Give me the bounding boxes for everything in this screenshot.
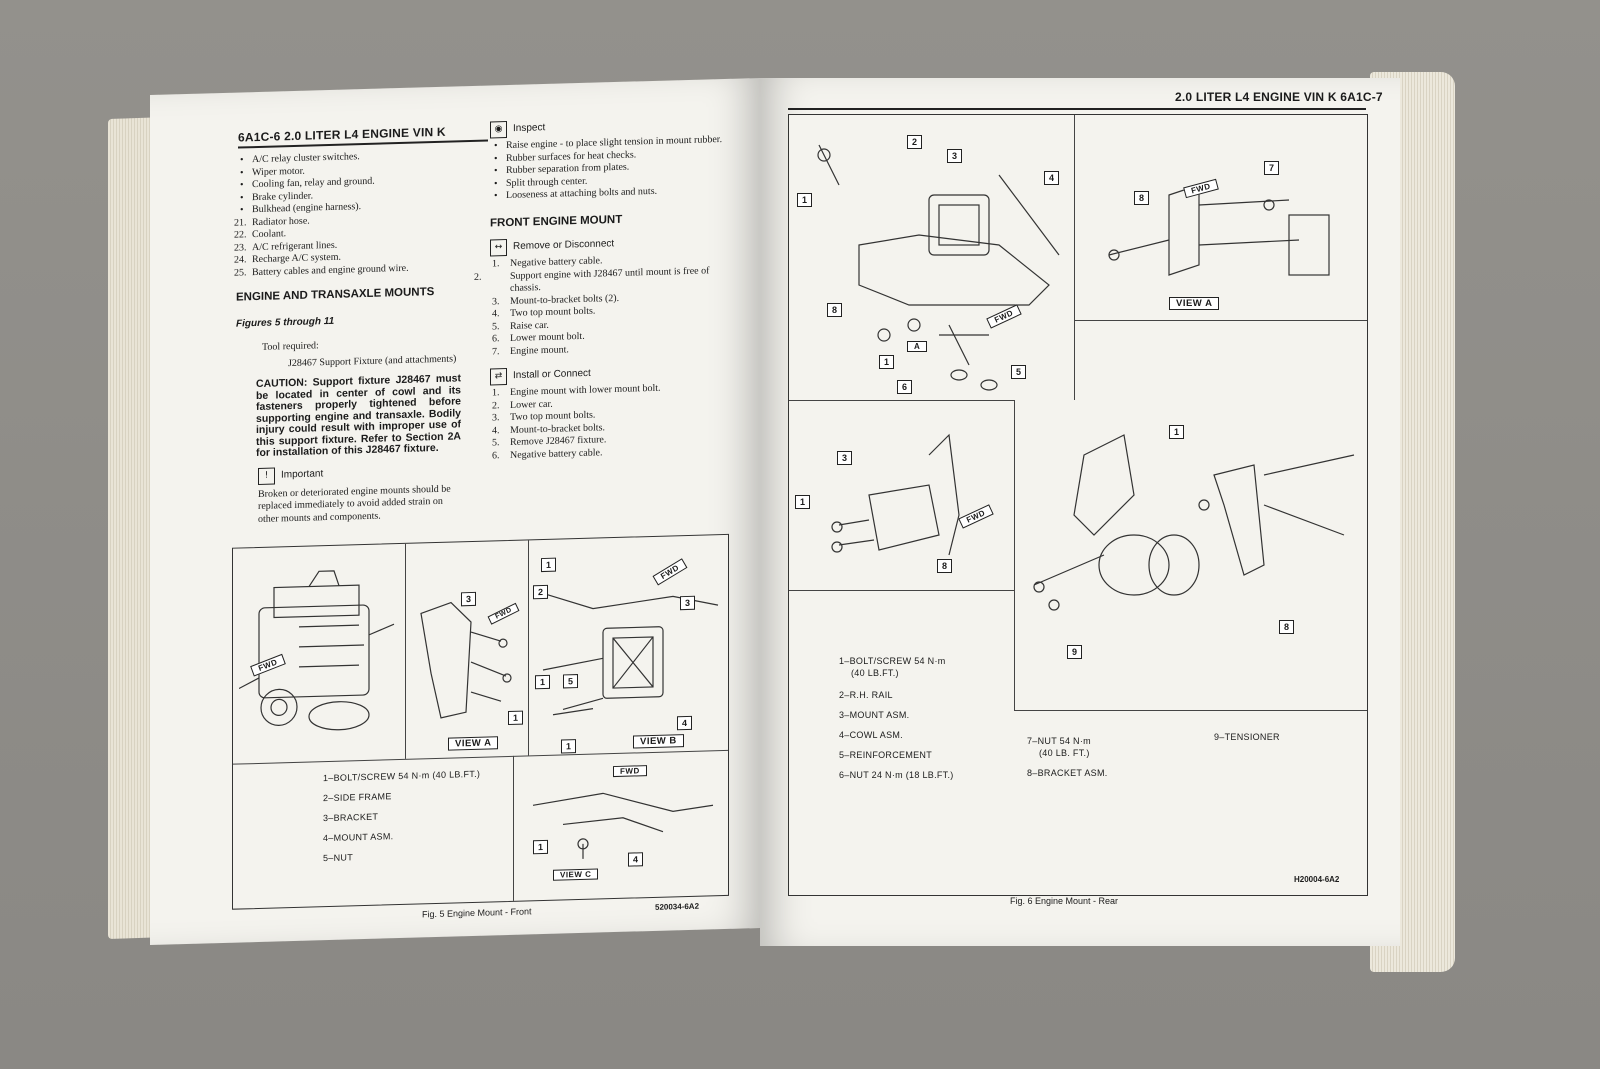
legend-item: 2–R.H. RAIL [839, 690, 893, 700]
figure-5-caption: Fig. 5 Engine Mount - Front [422, 906, 532, 920]
view-c-label: VIEW C [553, 868, 599, 881]
callout-3: 3 [680, 595, 695, 611]
callout-1: 1 [508, 710, 523, 726]
running-head-right: 2.0 LITER L4 ENGINE VIN K 6A1C-7 [1175, 90, 1383, 104]
numbered-steps: 21.Radiator hose. 22.Coolant. 23.A/C ref… [234, 211, 461, 280]
figure-5-legend: 1–BOLT/SCREW 54 N·m (40 LB.FT.) 2–SIDE F… [323, 764, 480, 868]
figure-5-id: 520034-6A2 [655, 901, 700, 912]
install-arrows-icon: ⇄ [490, 368, 507, 386]
legend-item: 3–MOUNT ASM. [839, 710, 910, 720]
caution-note: CAUTION: Support fixture J28467 must be … [256, 372, 461, 460]
inspect-list: Raise engine - to place slight tension i… [490, 134, 730, 203]
important-callout: !Important [236, 462, 461, 485]
view-a-label: VIEW A [448, 736, 499, 751]
legend-item: 1–BOLT/SCREW 54 N·m [839, 656, 946, 666]
callout-8: 8 [937, 559, 952, 573]
front-mount-heading: FRONT ENGINE MOUNT [490, 213, 623, 230]
callout-7: 7 [1264, 161, 1279, 175]
view-a-marker: A [907, 341, 928, 352]
tool-name: J28467 Support Fixture (and attachments) [288, 352, 457, 369]
left-page: 6A1C-6 2.0 LITER L4 ENGINE VIN K A/C rel… [150, 77, 760, 945]
callout-1: 1 [533, 839, 548, 855]
callout-8: 8 [1134, 191, 1149, 205]
callout-5: 5 [1011, 365, 1026, 379]
figure-6-caption: Fig. 6 Engine Mount - Rear [1010, 896, 1119, 906]
legend-item: 6–NUT 24 N·m (18 LB.FT.) [839, 770, 954, 780]
legend-item: 5–REINFORCEMENT [839, 750, 933, 760]
figure-6-legend-left: 1–BOLT/SCREW 54 N·m (40 LB.FT.) 2–R.H. R… [839, 655, 954, 785]
figure-6-id: H20004-6A2 [1294, 875, 1340, 884]
figure-6-legend-right: 9–TENSIONER [1214, 732, 1280, 742]
legend-item: (40 LB. FT.) [1039, 748, 1090, 758]
callout-4: 4 [628, 852, 643, 867]
install-steps: 1.Engine mount with lower mount bolt. 2.… [490, 381, 730, 463]
tool-required-label: Tool required: [262, 340, 319, 353]
legend-item: 4–COWL ASM. [839, 730, 903, 740]
callout-3: 3 [461, 591, 476, 607]
callout-2: 2 [907, 135, 922, 149]
view-a-bracket-drawing [420, 601, 512, 719]
callout-3: 3 [837, 451, 852, 465]
bullet-list: A/C relay cluster switches. Wiper motor.… [236, 148, 461, 217]
important-text: Broken or deteriorated engine mounts sho… [258, 483, 451, 525]
view-b-label: VIEW B [633, 734, 684, 749]
fwd-label: FWD [613, 765, 647, 778]
right-page: 2.0 LITER L4 ENGINE VIN K 6A1C-7 1 2 3 4… [760, 78, 1400, 946]
bracket-mount-drawing [831, 433, 960, 556]
important-icon: ! [258, 467, 275, 485]
head-rule [788, 108, 1366, 110]
callout-8: 8 [827, 303, 842, 317]
left-column: A/C relay cluster switches. Wiper motor.… [234, 148, 461, 526]
section-heading: ENGINE AND TRANSAXLE MOUNTS [236, 286, 435, 304]
figure-5-engine-mount-front: FWD 3 1 VIEW A FWD 1 2 3 1 5 4 1 VIEW B … [232, 533, 729, 910]
remove-steps: 1.Negative battery cable. 2.Support engi… [474, 252, 730, 359]
remove-arrows-icon: ↔ [490, 239, 507, 257]
callout-2: 2 [533, 584, 548, 600]
callout-3: 3 [947, 149, 962, 163]
callout-1: 1 [795, 495, 810, 509]
figure-6-engine-mount-rear: 1 2 3 4 8 1 6 5 A FWD 7 8 FWD VIEW A 3 1… [788, 114, 1368, 896]
view-a-label: VIEW A [1169, 297, 1220, 310]
callout-8: 8 [1279, 620, 1294, 634]
callout-1: 1 [561, 739, 576, 754]
callout-1: 1 [1169, 425, 1184, 439]
legend-item: (40 LB.FT.) [851, 668, 899, 678]
callout-1: 1 [797, 193, 812, 207]
view-a-bracket-drawing [1108, 184, 1330, 276]
right-column: ◉Inspect Raise engine - to place slight … [474, 115, 730, 463]
callout-4: 4 [677, 715, 692, 731]
mount-cowl-drawing [817, 144, 1060, 391]
tensioner-bracket-drawing [1033, 434, 1355, 611]
callout-6: 6 [897, 380, 912, 394]
legend-item: 5–NUT [323, 852, 354, 864]
figure-6-legend-mid: 7–NUT 54 N·m (40 LB. FT.) 8–BRACKET ASM. [1027, 735, 1108, 783]
legend-item: 8–BRACKET ASM. [1027, 768, 1108, 778]
callout-1: 1 [879, 355, 894, 369]
callout-1: 1 [535, 674, 550, 690]
callout-9: 9 [1067, 645, 1082, 659]
callout-5: 5 [563, 674, 578, 689]
callout-4: 4 [1044, 171, 1059, 185]
callout-1: 1 [541, 557, 556, 573]
figures-reference: Figures 5 through 11 [236, 315, 335, 330]
engine-assembly-drawing [239, 570, 395, 731]
legend-item: 7–NUT 54 N·m [1027, 736, 1091, 746]
magnifier-icon: ◉ [490, 121, 507, 139]
view-b-mount-drawing [533, 589, 719, 716]
view-c-drawing [532, 792, 714, 859]
